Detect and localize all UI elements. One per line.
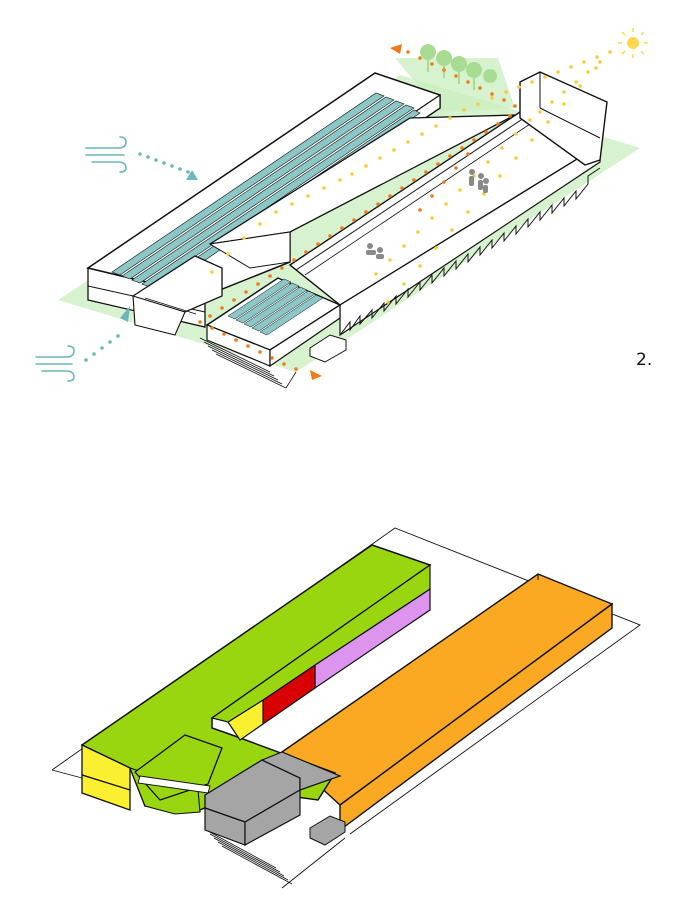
courtyard-step — [208, 231, 291, 269]
arrow-icon — [120, 306, 130, 322]
hall-sawtooth — [339, 167, 601, 336]
arrow-icon — [390, 44, 402, 54]
step-box — [309, 334, 347, 363]
tree-icon — [420, 44, 497, 90]
arrow-icon — [186, 170, 198, 180]
arrow-icon — [310, 370, 322, 380]
mass-step-box — [309, 815, 346, 846]
wind-stream — [84, 334, 120, 362]
floor-slab-lines — [205, 829, 293, 885]
entrance-canopy-front — [132, 295, 186, 336]
hall-wall — [339, 143, 601, 337]
programme-diagram — [51, 527, 641, 889]
solar-panels-front — [227, 278, 324, 336]
wind-stream — [138, 152, 190, 174]
people-icon — [366, 169, 489, 259]
wind-icon — [35, 345, 75, 382]
mass-gray-side — [244, 788, 301, 847]
figure-label: 2. — [636, 350, 653, 370]
sun-icon — [618, 28, 648, 58]
ventilation-path — [198, 50, 517, 371]
floor-slab-lines — [199, 337, 297, 389]
mass-green-inner-wall — [210, 563, 431, 723]
mass-yellow-base — [81, 774, 131, 811]
mass-gray-upper — [260, 751, 342, 791]
sun-rays — [210, 50, 612, 304]
front-box-wall-right — [269, 303, 341, 368]
wind-icon — [85, 136, 127, 173]
environmental-diagram — [35, 28, 648, 389]
